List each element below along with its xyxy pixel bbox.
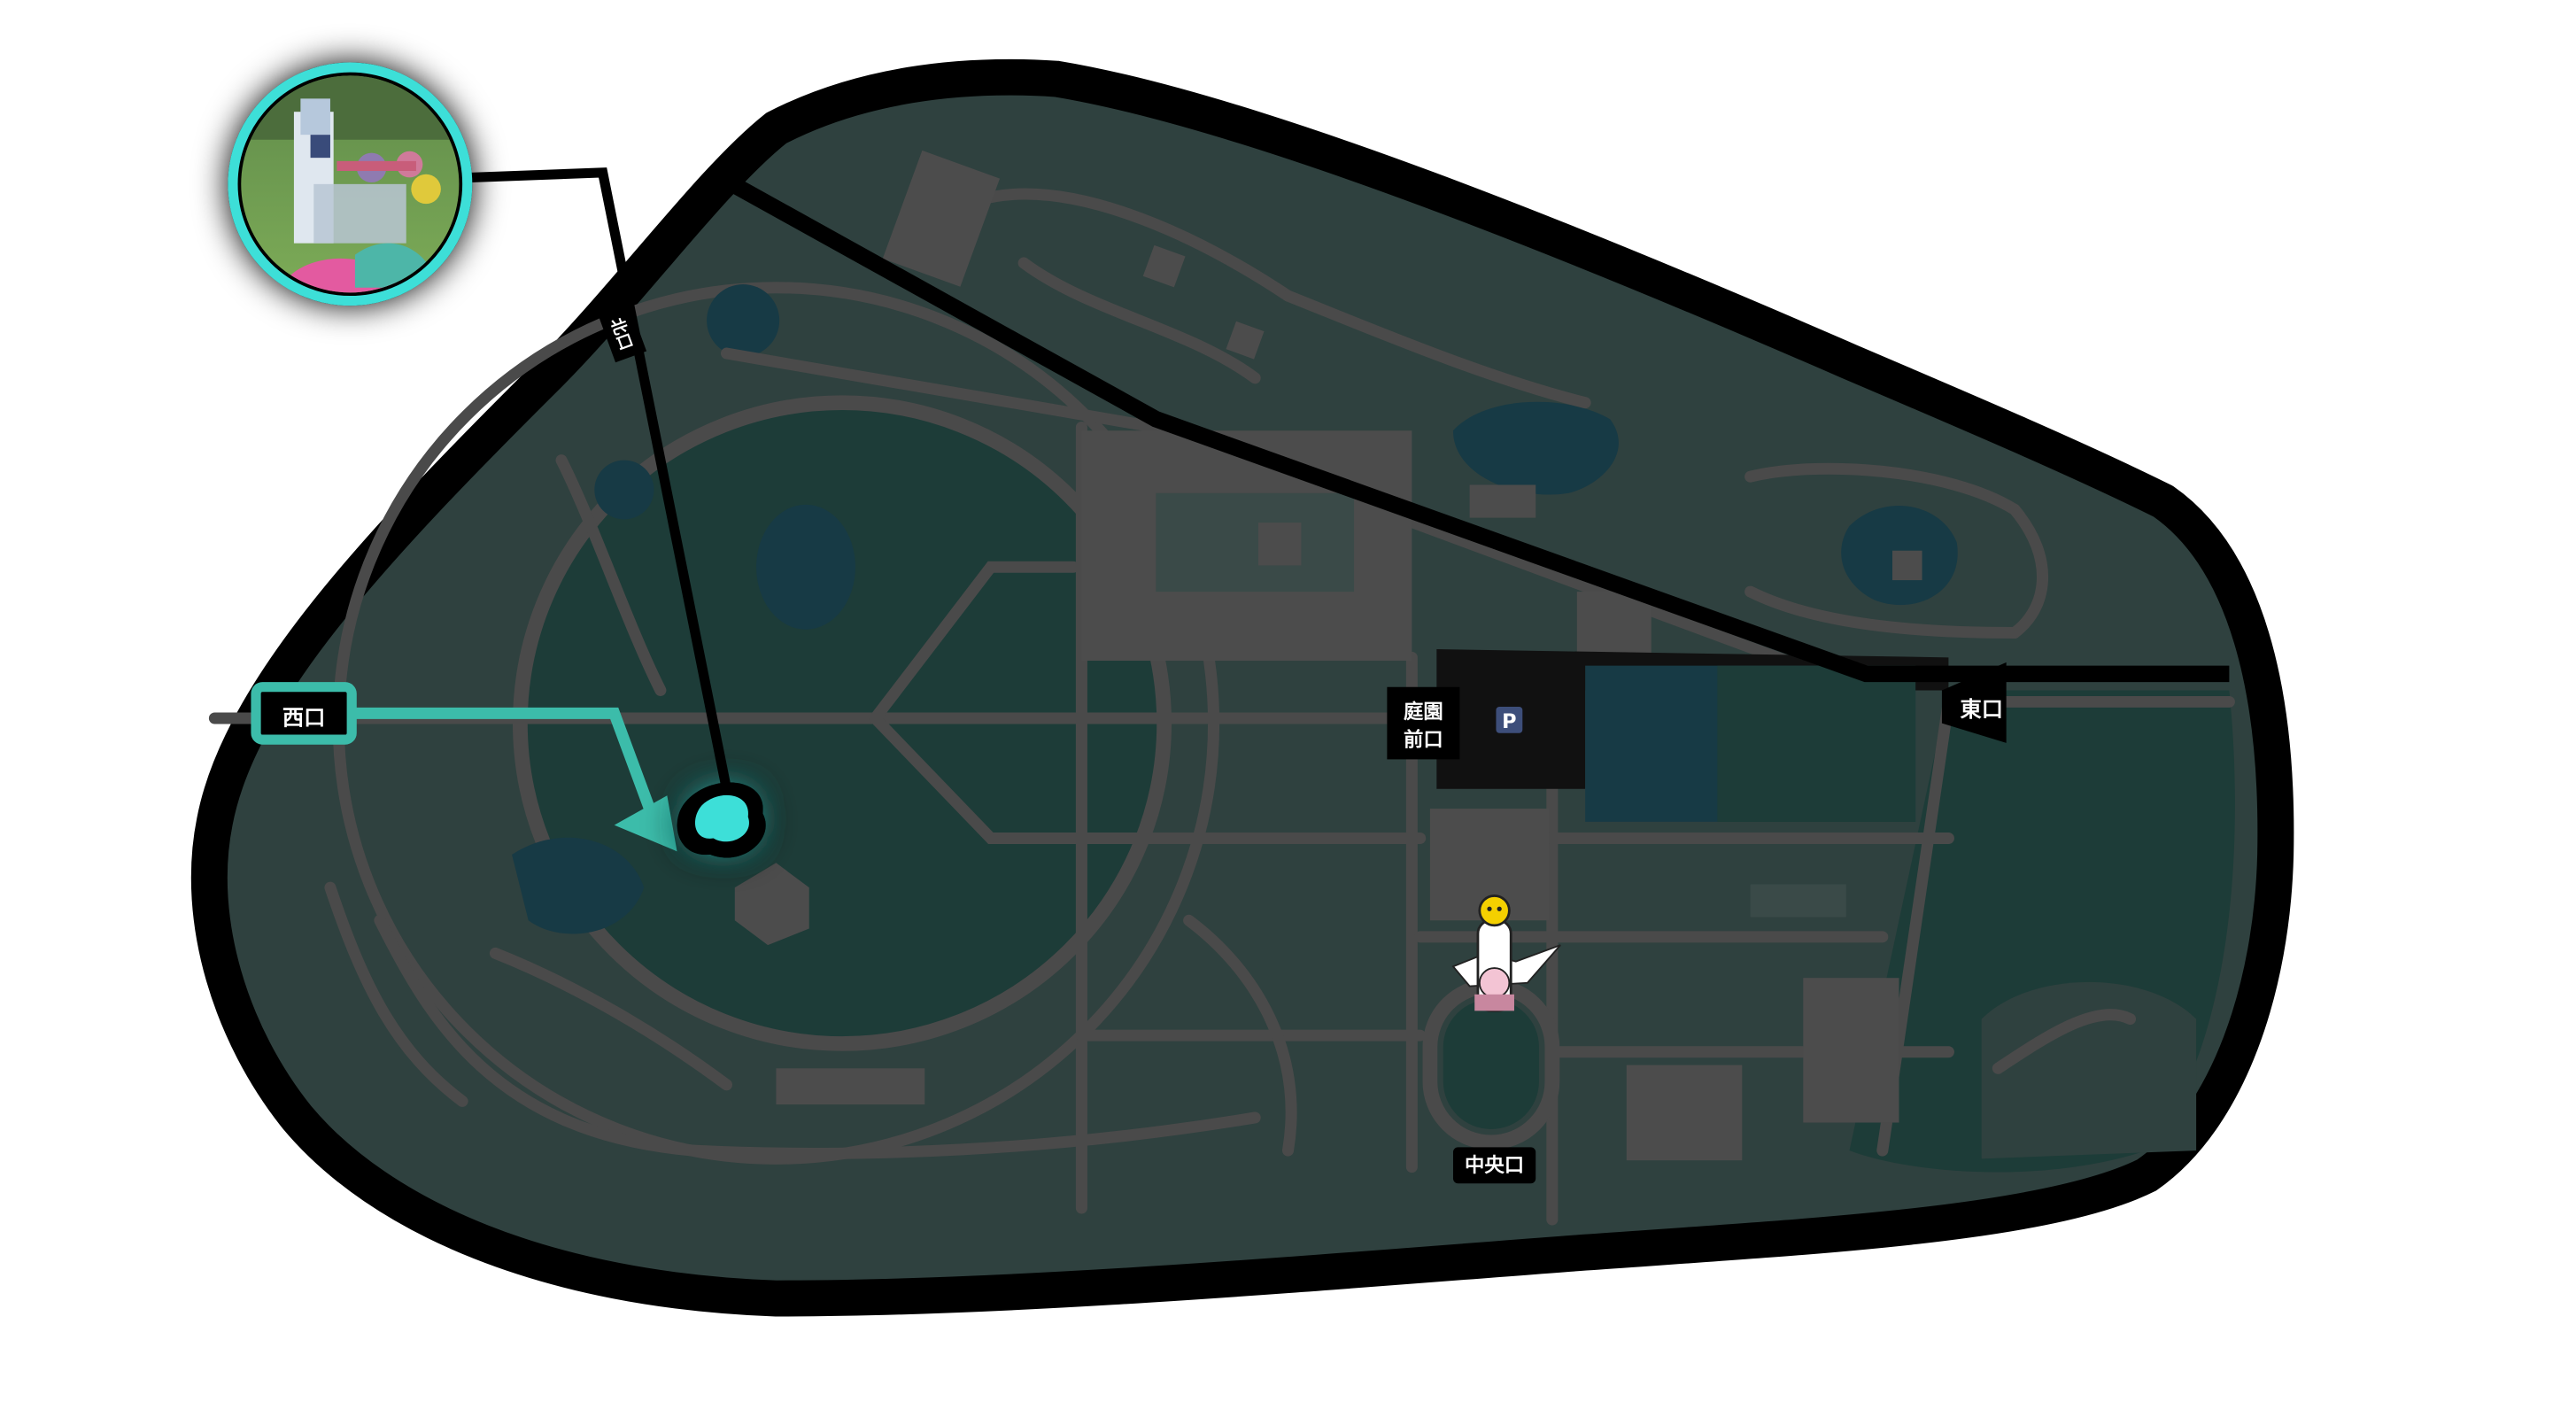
pond-west [756, 504, 855, 630]
pond-small-west [594, 460, 654, 520]
buildings [734, 150, 1922, 1161]
central-plaza [722, 174, 2230, 822]
playground-photo[interactable] [228, 62, 478, 313]
garden-front-gate-label-2: 前口 [1404, 728, 1443, 752]
route-arrow-icon [352, 707, 667, 840]
pond-southwest [512, 837, 645, 934]
location-marker-icon[interactable] [677, 782, 766, 858]
east-gate-button[interactable]: 東口 [1941, 662, 2007, 743]
parking-icon[interactable]: P [1496, 707, 1523, 733]
leader-line [470, 167, 731, 790]
parking-label: P [1502, 710, 1516, 733]
pond-north [1452, 401, 1619, 495]
central-lawn [1443, 999, 1539, 1129]
route-arrowhead [614, 795, 677, 852]
east-clearing [1981, 981, 2197, 1159]
garden-front-gate-label-1: 庭園 [1404, 700, 1443, 724]
central-gate-label: 中央口 [1465, 1154, 1524, 1177]
east-gate-label: 東口 [1960, 697, 2002, 722]
tower-of-the-sun-icon[interactable] [1451, 894, 1561, 1012]
pond-small-north [707, 284, 780, 357]
garden-front-gate-button[interactable]: 庭園 前口 [1387, 686, 1460, 760]
north-gate-button[interactable]: 北口 [598, 305, 647, 363]
central-gate-button[interactable]: 中央口 [1452, 1147, 1536, 1184]
west-gate-button[interactable]: 西口 [251, 682, 357, 745]
west-gate-label: 西口 [282, 705, 325, 730]
